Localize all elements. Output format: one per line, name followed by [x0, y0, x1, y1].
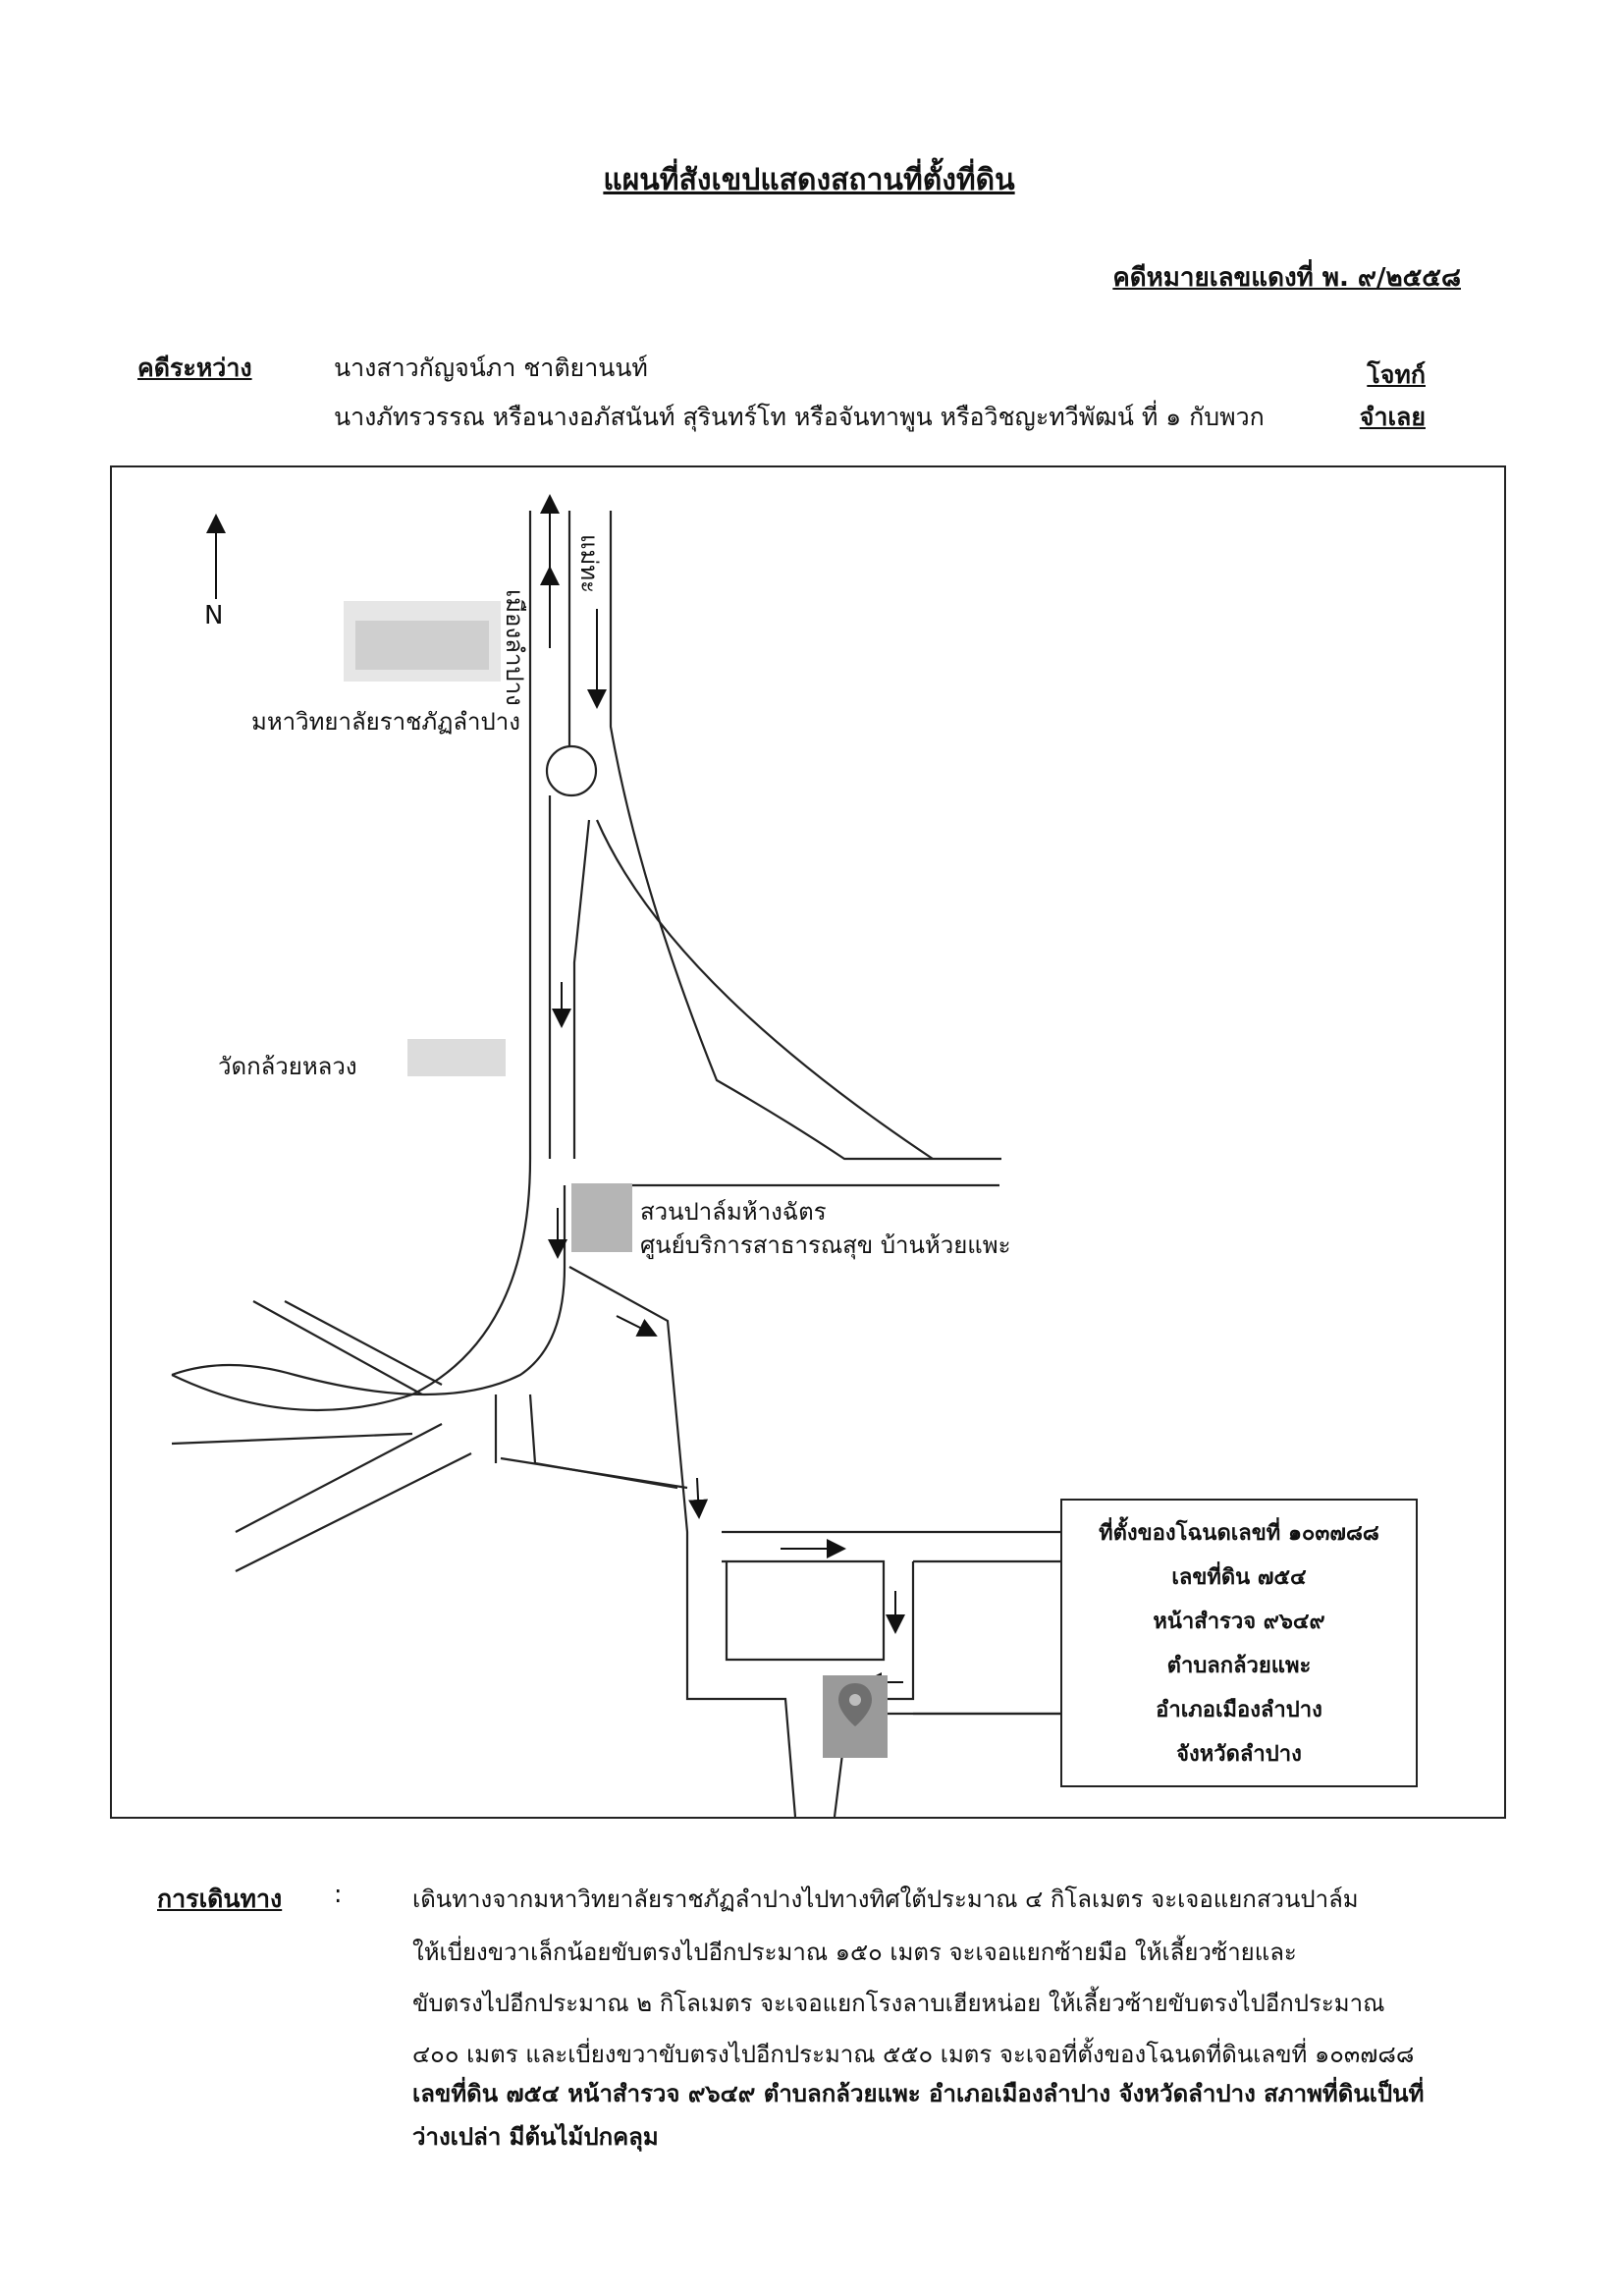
temple-icon — [407, 1039, 506, 1076]
case-number: คดีหมายเลขแดงที่ พ. ๙/๒๕๕๘ — [1112, 263, 1461, 293]
directions-colon: : — [334, 1880, 343, 1908]
map-frame — [110, 465, 1506, 1819]
plaintiff-name: นางสาวกัญจน์ภา ชาติยานนท์ — [334, 354, 648, 382]
directions-line-6: ว่างเปล่า มีต้นไม้ปกคลุม — [412, 2123, 659, 2151]
health-center-icon — [571, 1183, 632, 1252]
location-line-title: ที่ตั้งของโฉนดเลขที่ ๑๐๓๗๘๘ — [1099, 1521, 1379, 1546]
road-label-mae-tha: แม่ทะ — [575, 534, 603, 593]
landmark-university: มหาวิทยาลัยราชภัฏลำปาง — [251, 708, 520, 736]
location-line-district: อำเภอเมืองลำปาง — [1156, 1698, 1322, 1722]
directions-line-2: ให้เบี่ยงขวาเล็กน้อยขับตรงไปอีกประมาณ ๑๕… — [412, 1939, 1297, 1966]
parties-label: คดีระหว่าง — [137, 354, 252, 382]
landmark-palm-garden: สวนปาล์มห้างฉัตร — [640, 1198, 827, 1226]
location-info-box: ที่ตั้งของโฉนดเลขที่ ๑๐๓๗๘๘ เลขที่ดิน ๗๕… — [1060, 1499, 1418, 1787]
directions-line-5: เลขที่ดิน ๗๕๔ หน้าสำรวจ ๙๖๔๙ ตำบลกล้วยแพ… — [412, 2080, 1425, 2107]
north-label: N — [204, 601, 224, 630]
location-line-subdistrict: ตำบลกล้วยแพะ — [1166, 1654, 1312, 1678]
landmark-temple: วัดกล้วยหลวง — [218, 1053, 357, 1080]
plaintiff-role: โจทก์ — [1367, 360, 1426, 389]
location-line-parcel: เลขที่ดิน ๗๕๔ — [1171, 1565, 1307, 1590]
location-line-province: จังหวัดลำปาง — [1176, 1742, 1302, 1767]
location-line-survey: หน้าสำรวจ ๙๖๔๙ — [1153, 1610, 1325, 1634]
building-icon — [344, 601, 501, 682]
defendant-role: จำเลย — [1359, 403, 1426, 431]
directions-line-4: ๔๐๐ เมตร และเบี่ยงขวาขับตรงไปอีกประมาณ ๕… — [412, 2041, 1415, 2068]
directions-line-3: ขับตรงไปอีกประมาณ ๒ กิโลเมตร จะเจอแยกโรง… — [412, 1990, 1385, 2017]
defendant-name: นางภัทรวรรณ หรือนางอภัสนันท์ สุรินทร์โท … — [334, 403, 1265, 431]
location-pin-icon — [823, 1675, 888, 1758]
directions-label: การเดินทาง — [157, 1885, 283, 1913]
directions-line-1: เดินทางจากมหาวิทยาลัยราชภัฏลำปางไปทางทิศ… — [412, 1886, 1359, 1913]
page-title: แผนที่สังเขปแสดงสถานที่ตั้งที่ดิน — [603, 163, 1015, 197]
road-label-mueang-lampang: เมืองลำปาง — [501, 589, 528, 706]
landmark-health-center: ศูนย์บริการสาธารณสุข บ้านห้วยแพะ — [640, 1231, 1011, 1259]
